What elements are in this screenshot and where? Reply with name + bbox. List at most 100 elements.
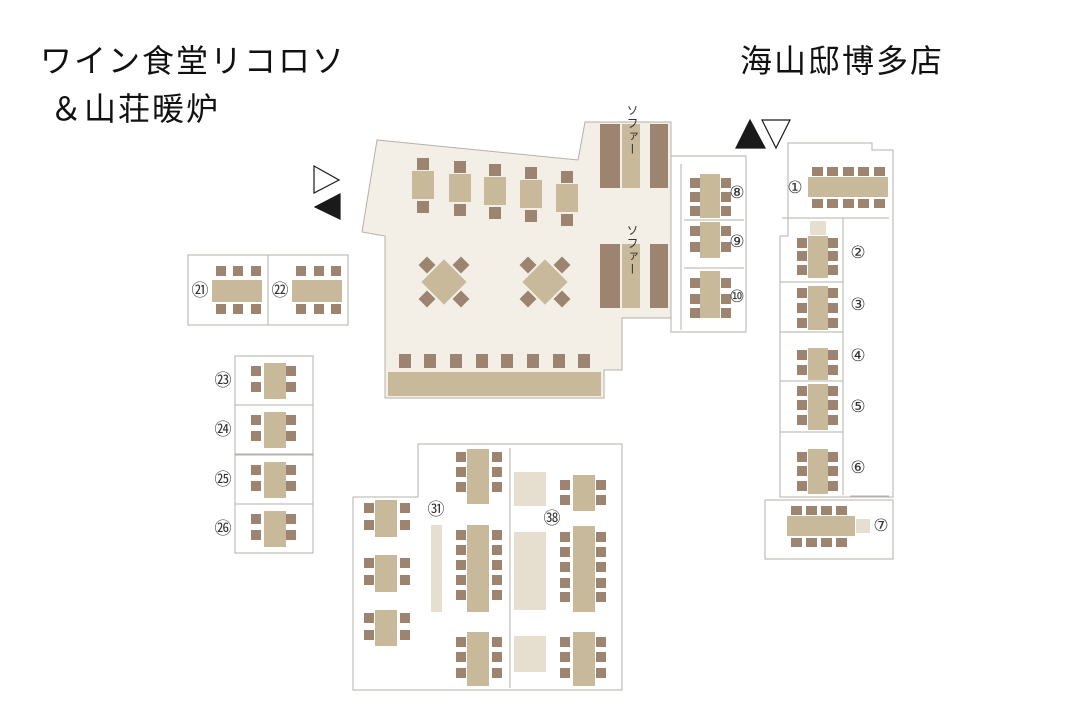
- chair: [797, 415, 807, 425]
- table-top: [700, 222, 720, 258]
- furniture-layer: [212, 124, 888, 686]
- chair: [596, 532, 606, 542]
- chair: [286, 481, 296, 491]
- chair: [286, 431, 296, 441]
- table-number-7: ⑦: [873, 516, 888, 536]
- chair: [400, 575, 410, 585]
- sofa-label: ソファー: [625, 104, 639, 156]
- chair: [456, 467, 466, 477]
- chair: [560, 637, 570, 647]
- table-number-26: ㉖: [215, 519, 232, 539]
- chair: [596, 495, 606, 505]
- main-dining-room: [361, 121, 672, 399]
- chair: [560, 495, 570, 505]
- chair: [492, 575, 502, 585]
- chair: [827, 199, 838, 208]
- chair: [476, 354, 488, 368]
- chair: [400, 520, 410, 530]
- chair: [364, 613, 374, 623]
- chair: [296, 266, 306, 276]
- chair: [797, 350, 807, 360]
- chair: [489, 164, 501, 176]
- chair: [296, 304, 306, 314]
- chair: [456, 652, 466, 662]
- chair: [690, 308, 700, 318]
- chair: [456, 590, 466, 600]
- chair: [251, 266, 261, 276]
- chair: [828, 350, 838, 360]
- chair: [364, 630, 374, 640]
- private-room-7: [764, 499, 894, 560]
- chair: [492, 560, 502, 570]
- chair: [721, 308, 731, 318]
- chair: [399, 354, 411, 368]
- chair: [797, 466, 807, 476]
- table-top: [484, 177, 506, 205]
- table-top: [808, 348, 828, 380]
- chair: [596, 637, 606, 647]
- chair: [721, 178, 731, 188]
- table-number-21: ㉑: [192, 281, 209, 301]
- chair: [400, 613, 410, 623]
- chair: [721, 206, 731, 216]
- private-room-24: [234, 404, 314, 455]
- chair: [286, 366, 296, 376]
- chair: [492, 452, 502, 462]
- chair: [251, 366, 261, 376]
- restaurant-title-sanso-danro: ＆山荘暖炉: [50, 90, 221, 128]
- chair: [797, 400, 807, 410]
- chair: [600, 124, 620, 188]
- table-top: [622, 124, 640, 188]
- table-number-1: ①: [787, 178, 802, 198]
- sofa-label: ソファー: [625, 224, 639, 276]
- chair: [797, 386, 807, 396]
- chair: [690, 278, 700, 288]
- table-top: [412, 171, 434, 199]
- chair: [650, 244, 668, 308]
- chair: [400, 558, 410, 568]
- chair: [721, 278, 731, 288]
- table-top: [264, 412, 286, 448]
- chair: [251, 481, 261, 491]
- table-number-4: ④: [850, 346, 865, 366]
- table-number-22: ㉒: [272, 281, 289, 301]
- chair: [456, 482, 466, 492]
- chair: [553, 354, 565, 368]
- service-block: [856, 519, 870, 533]
- chair: [821, 538, 832, 547]
- table-top: [808, 177, 888, 197]
- chair: [828, 466, 838, 476]
- chair: [233, 304, 243, 314]
- chair: [828, 303, 838, 313]
- table-number-3: ③: [850, 295, 865, 315]
- chair: [492, 637, 502, 647]
- chair: [721, 192, 731, 202]
- chair: [690, 294, 700, 304]
- table-number-2: ②: [850, 243, 865, 263]
- chair: [454, 161, 466, 173]
- entrance-arrow-down: [761, 119, 791, 150]
- table-top: [467, 449, 489, 504]
- table-top: [787, 516, 855, 536]
- chair: [828, 318, 838, 328]
- chair: [596, 652, 606, 662]
- chair: [797, 265, 807, 275]
- service-block: [431, 525, 442, 612]
- chair: [364, 558, 374, 568]
- chair: [797, 303, 807, 313]
- chair: [806, 506, 817, 515]
- chair: [492, 668, 502, 678]
- chair: [251, 465, 261, 475]
- chair: [251, 415, 261, 425]
- chair: [690, 178, 700, 188]
- chair: [690, 206, 700, 216]
- chair: [418, 290, 436, 308]
- table-number-10: ⑩: [729, 287, 744, 307]
- entrance-arrow-in: [313, 164, 341, 194]
- chair: [489, 207, 501, 219]
- chair: [452, 290, 470, 308]
- chair: [828, 400, 838, 410]
- chair: [251, 304, 261, 314]
- chair: [216, 266, 226, 276]
